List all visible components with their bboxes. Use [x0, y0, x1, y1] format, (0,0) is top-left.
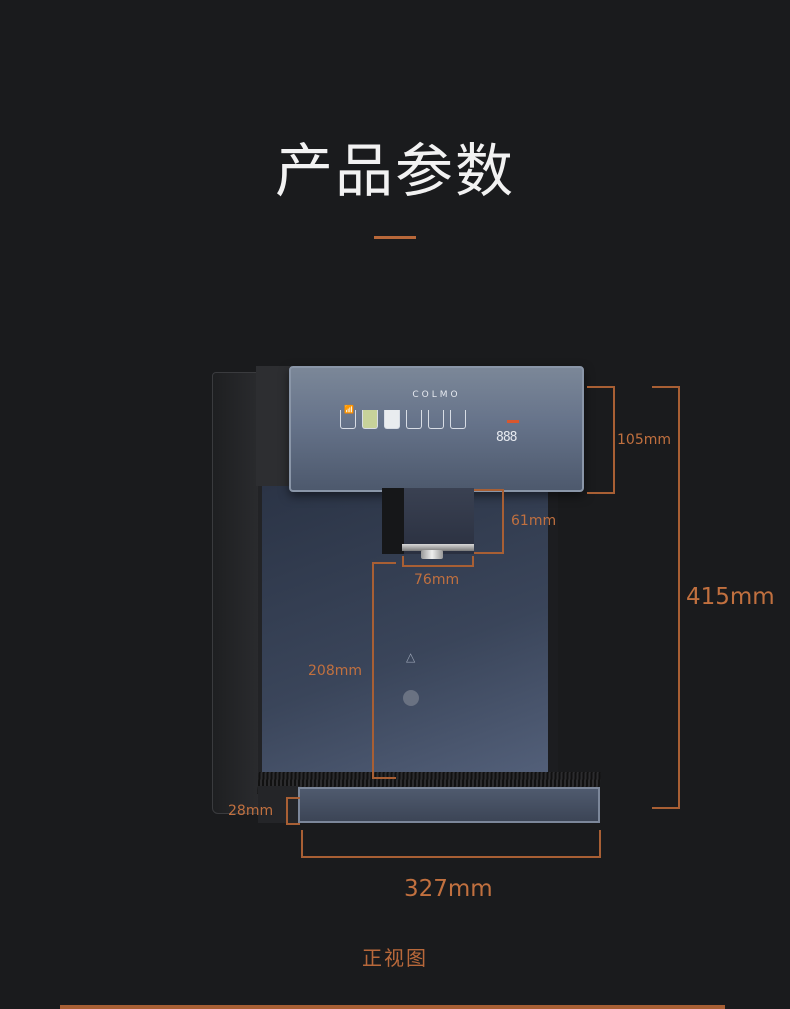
- spout-height-label: 61mm: [511, 513, 557, 529]
- hot-water-cup-icon: [340, 410, 356, 429]
- machine-side-housing: [212, 372, 264, 814]
- cup-icons: [340, 410, 560, 450]
- spout-width-label: 76mm: [414, 572, 460, 588]
- hot-warning-icon: △: [406, 650, 416, 664]
- page-title: 产品参数: [274, 137, 515, 205]
- machine-side-top: [256, 366, 292, 486]
- tray-height-label: 28mm: [228, 803, 274, 819]
- status-indicator: [507, 420, 519, 423]
- cold-water-cup-icon: [428, 410, 444, 429]
- nozzle: [421, 550, 443, 559]
- machine-right-edge: [548, 486, 558, 786]
- certification-badge-icon: [403, 690, 419, 706]
- tea-cup-icon: [362, 410, 378, 429]
- drip-tray-front: [298, 787, 600, 823]
- title-underline: [374, 236, 416, 239]
- view-caption: 正视图: [362, 946, 428, 970]
- clearance-bracket: [372, 562, 396, 779]
- milk-cup-icon: [384, 410, 400, 429]
- diy-cup-icon: [450, 410, 466, 429]
- brand-logo: COLMO: [412, 390, 461, 400]
- control-panel: COLMO: [289, 366, 584, 492]
- total-width-bracket: [301, 830, 601, 858]
- total-width-label: 327mm: [404, 876, 493, 902]
- room-temp-cup-icon: [406, 410, 422, 429]
- total-height-bracket: [652, 386, 680, 809]
- drip-tray-side: [258, 786, 300, 823]
- temperature-display: 888: [496, 430, 518, 445]
- spout-rim: [402, 544, 474, 551]
- total-height-label: 415mm: [686, 584, 775, 610]
- tray-height-bracket: [286, 797, 300, 825]
- panel-height-bracket: [587, 386, 615, 494]
- spout-width-bracket: [402, 556, 474, 567]
- spout-height-bracket: [474, 489, 504, 554]
- bottom-divider: [60, 1005, 725, 1009]
- panel-height-label: 105mm: [617, 432, 671, 448]
- wifi-icon: 📶: [344, 405, 354, 414]
- clearance-label: 208mm: [308, 663, 362, 679]
- spout-shadow: [382, 488, 404, 554]
